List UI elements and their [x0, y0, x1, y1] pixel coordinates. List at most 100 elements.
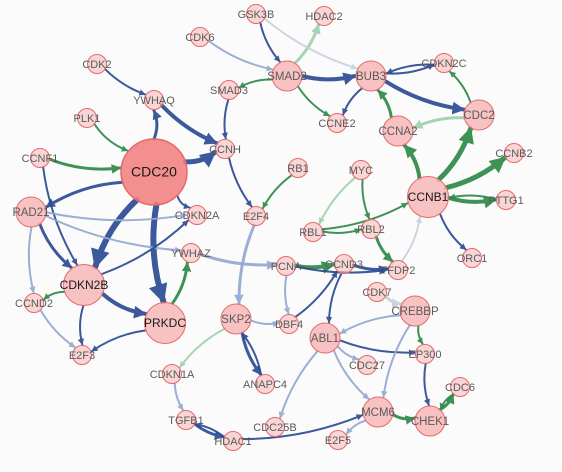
node-cdk6[interactable]: CDK6 — [185, 27, 215, 47]
node-orc1[interactable]: ORC1 — [457, 248, 488, 268]
node-circle[interactable] — [187, 205, 207, 225]
node-circle[interactable] — [223, 431, 243, 451]
node-cdc20[interactable]: CDC20 — [120, 138, 188, 206]
node-circle[interactable] — [303, 222, 323, 242]
node-pttg1[interactable]: PTTG1 — [488, 190, 524, 210]
node-ywhaq[interactable]: YWHAQ — [133, 90, 175, 110]
node-circle[interactable] — [361, 219, 381, 239]
node-circle[interactable] — [388, 260, 408, 280]
node-cdc6[interactable]: CDC6 — [445, 377, 475, 397]
node-circle[interactable] — [496, 190, 516, 210]
node-ep300[interactable]: EP300 — [408, 344, 442, 364]
node-circle[interactable] — [328, 430, 348, 450]
node-anapc4[interactable]: ANAPC4 — [243, 374, 287, 394]
node-tgfb1[interactable]: TGFB1 — [168, 410, 204, 430]
node-hdac2[interactable]: HDAC2 — [305, 6, 343, 26]
node-circle[interactable] — [162, 364, 182, 384]
node-cdkn2c[interactable]: CDKN2C — [421, 53, 467, 73]
node-ccne2[interactable]: CCNE2 — [318, 113, 356, 133]
node-dbf4[interactable]: DBF4 — [275, 314, 303, 334]
node-cdc2[interactable]: CDC2 — [463, 99, 495, 131]
node-circle[interactable] — [181, 243, 201, 263]
node-gsk3b[interactable]: GSK3B — [238, 4, 275, 24]
node-ccnd3[interactable]: CCND3 — [325, 254, 363, 274]
node-circle[interactable] — [176, 410, 196, 430]
node-circle[interactable] — [504, 143, 524, 163]
node-circle[interactable] — [120, 138, 188, 206]
node-circle[interactable] — [30, 148, 50, 168]
node-circle[interactable] — [334, 254, 354, 274]
node-circle[interactable] — [407, 176, 449, 218]
node-circle[interactable] — [255, 374, 275, 394]
node-circle[interactable] — [246, 4, 266, 24]
node-ccnf1[interactable]: CCNF1 — [22, 148, 59, 168]
node-circle[interactable] — [215, 139, 235, 159]
node-smad3[interactable]: SMAD3 — [210, 80, 248, 100]
node-e2f3[interactable]: E2F3 — [69, 345, 95, 365]
node-circle[interactable] — [362, 396, 394, 428]
node-bub3[interactable]: BUB3 — [355, 60, 387, 92]
node-circle[interactable] — [246, 206, 266, 226]
node-circle[interactable] — [276, 256, 296, 276]
node-prkdc[interactable]: PRKDC — [144, 302, 186, 344]
node-circle[interactable] — [314, 6, 334, 26]
node-circle[interactable] — [288, 158, 308, 178]
node-skp2[interactable]: SKP2 — [220, 303, 252, 335]
node-circle[interactable] — [190, 27, 210, 47]
node-circle[interactable] — [357, 355, 377, 375]
node-ccnd2[interactable]: CCND2 — [15, 293, 53, 313]
node-circle[interactable] — [463, 99, 495, 131]
node-circle[interactable] — [220, 303, 252, 335]
node-circle[interactable] — [279, 314, 299, 334]
node-circle[interactable] — [219, 80, 239, 100]
node-rad21[interactable]: RAD21 — [12, 196, 50, 228]
node-abl1[interactable]: ABL1 — [309, 322, 341, 354]
node-circle[interactable] — [327, 113, 347, 133]
node-circle[interactable] — [355, 60, 387, 92]
node-chek1[interactable]: CHEK1 — [411, 405, 449, 437]
node-cdkn2b[interactable]: CDKN2B — [60, 264, 109, 306]
node-circle[interactable] — [24, 293, 44, 313]
node-circle[interactable] — [265, 417, 285, 437]
node-circle[interactable] — [77, 108, 97, 128]
node-rbl1[interactable]: RBL1 — [299, 222, 327, 242]
node-myc[interactable]: MYC — [349, 160, 374, 180]
node-circle[interactable] — [72, 345, 92, 365]
node-circle[interactable] — [415, 344, 435, 364]
node-circle[interactable] — [450, 377, 470, 397]
node-cdc25b[interactable]: CDC25B — [253, 417, 297, 437]
node-e2f5[interactable]: E2F5 — [325, 430, 351, 450]
node-ywhaz[interactable]: YWHAZ — [171, 243, 211, 263]
node-ccnh[interactable]: CCNH — [209, 139, 241, 159]
node-circle[interactable] — [144, 90, 164, 110]
node-e2f4[interactable]: E2F4 — [243, 206, 269, 226]
node-circle[interactable] — [434, 53, 454, 73]
node-rbl2[interactable]: RBL2 — [357, 219, 385, 239]
node-circle[interactable] — [367, 282, 387, 302]
node-circle[interactable] — [271, 60, 303, 92]
node-cdkn2a[interactable]: CDKN2A — [175, 205, 220, 225]
node-cdc27[interactable]: CDC27 — [349, 355, 385, 375]
node-circle[interactable] — [144, 302, 186, 344]
node-circle[interactable] — [414, 405, 446, 437]
node-circle[interactable] — [63, 264, 105, 306]
node-smad2[interactable]: SMAD2 — [267, 60, 307, 92]
node-circle[interactable] — [382, 115, 414, 147]
node-ccna2[interactable]: CCNA2 — [379, 115, 418, 147]
node-mcm6[interactable]: MCM6 — [361, 396, 395, 428]
node-tfdp2[interactable]: TFDP2 — [381, 260, 416, 280]
node-circle[interactable] — [462, 248, 482, 268]
node-circle[interactable] — [309, 322, 341, 354]
node-cdkn1a[interactable]: CDKN1A — [150, 364, 195, 384]
node-circle[interactable] — [351, 160, 371, 180]
node-hdac1[interactable]: HDAC1 — [214, 431, 252, 451]
node-circle[interactable] — [399, 295, 431, 327]
node-ccnb2[interactable]: CCNB2 — [495, 143, 533, 163]
node-crebbp[interactable]: CREBBP — [391, 295, 439, 327]
node-pcna[interactable]: PCNA — [271, 256, 302, 276]
node-rb1[interactable]: RB1 — [287, 158, 309, 178]
node-circle[interactable] — [87, 54, 107, 74]
node-circle[interactable] — [15, 196, 47, 228]
node-cdk2[interactable]: CDK2 — [82, 54, 112, 74]
node-ccnb1[interactable]: CCNB1 — [407, 176, 449, 218]
